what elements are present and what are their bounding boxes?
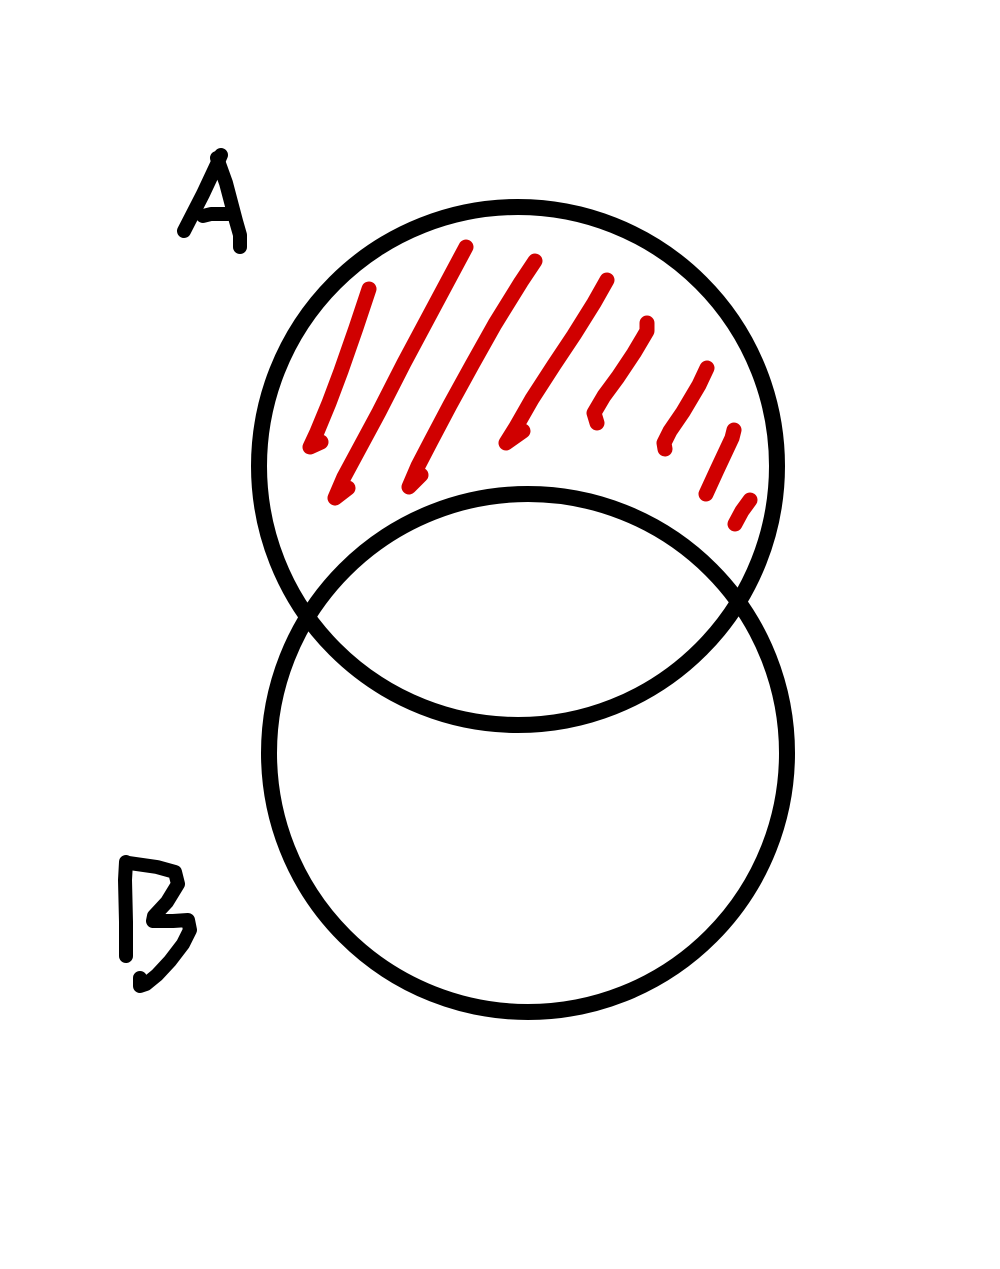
hatch-shading xyxy=(302,239,758,532)
set-a-label: A xyxy=(177,148,247,254)
set-b-label: B xyxy=(118,855,197,993)
set-b-circle xyxy=(261,486,795,1020)
set-a-circle xyxy=(251,199,785,733)
